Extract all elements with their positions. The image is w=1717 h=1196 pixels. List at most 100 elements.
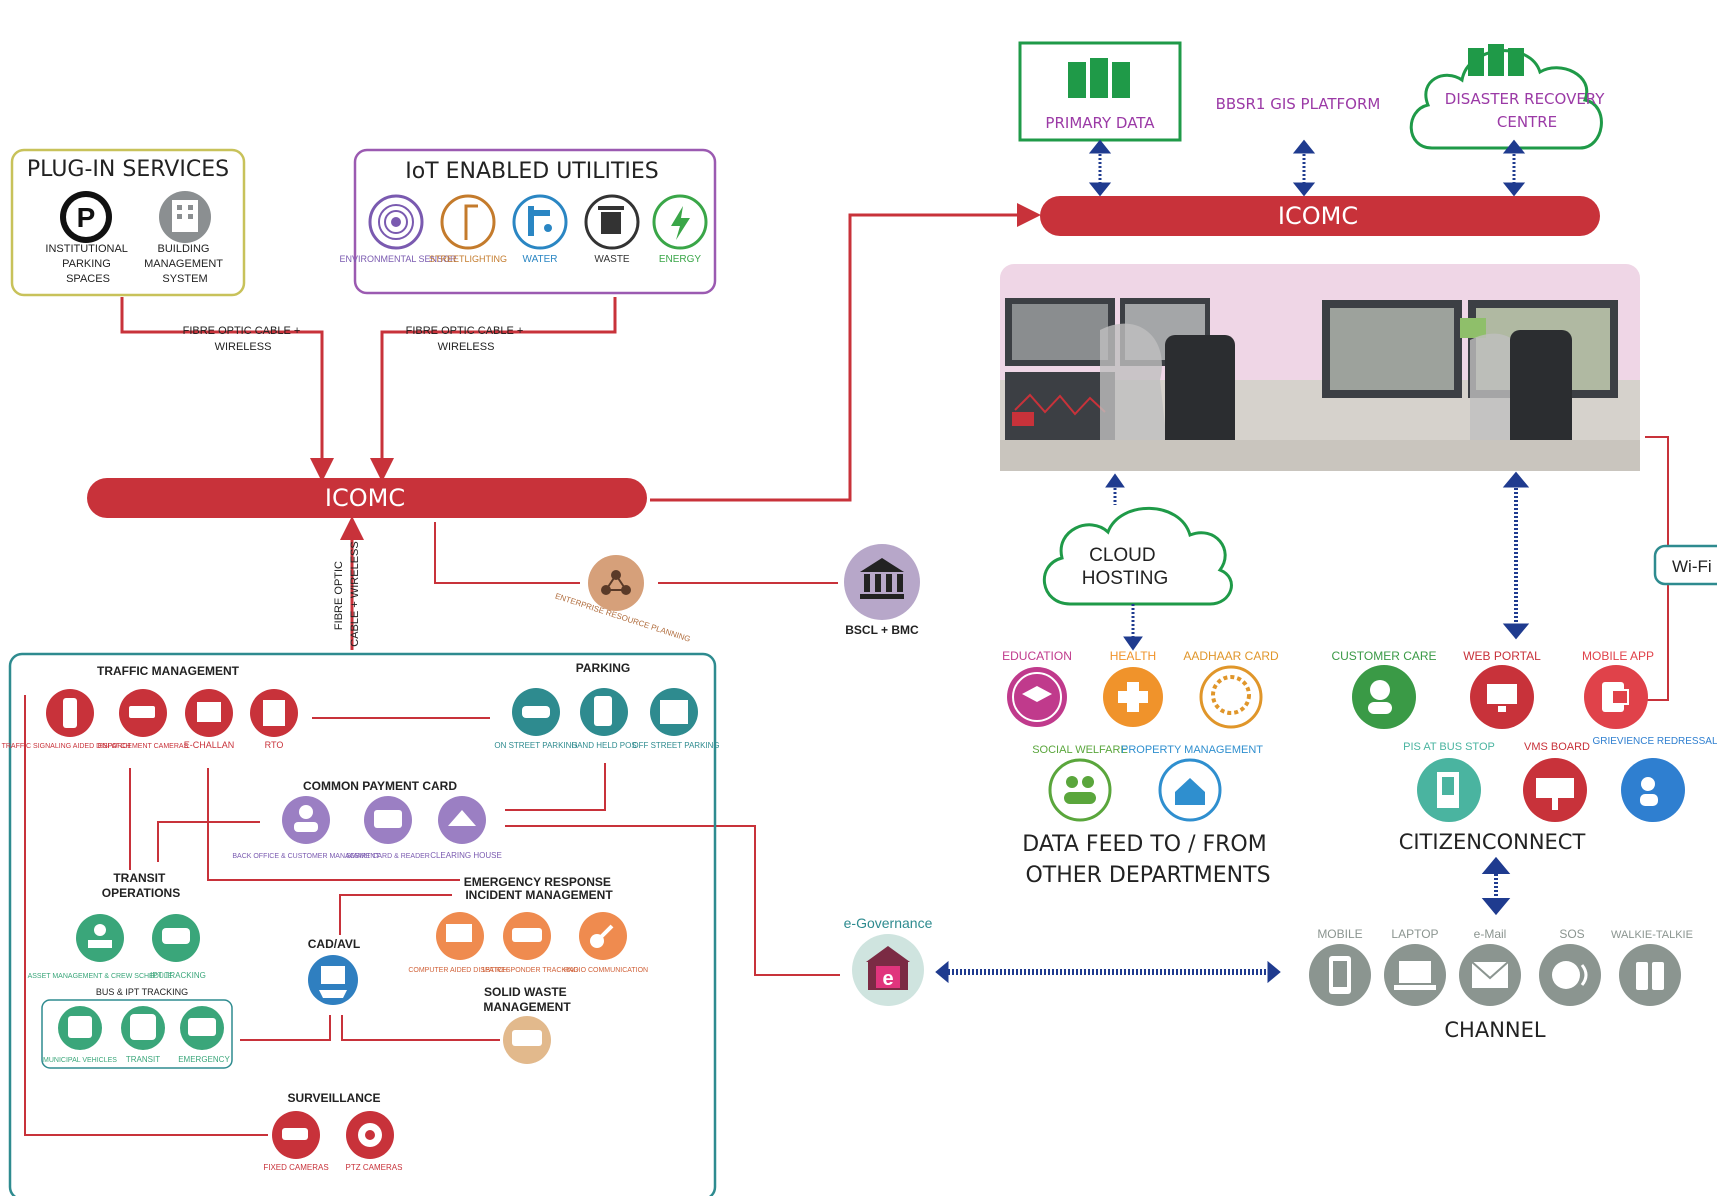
connector-lines (120, 203, 1041, 650)
customer-care-icon (1352, 665, 1416, 729)
primary-data-label: PRIMARY DATA (1045, 114, 1155, 132)
web-portal-icon (1470, 665, 1534, 729)
gis-platform-label: BBSR1 GIS PLATFORM (1216, 95, 1381, 113)
plugin-services-panel: PLUG-IN SERVICES P INSTITUTIONAL PARKING… (10, 148, 246, 297)
bscl-label: BSCL + BMC (845, 623, 919, 637)
mobile-phone-icon (1309, 944, 1371, 1006)
cloud-hosting-label: CLOUD HOSTING (1082, 545, 1169, 589)
department-icons: EDUCATION HEALTH AADHAAR CARD SOCIAL WEL… (1002, 649, 1279, 888)
ptz-camera-label: PTZ CAMERAS (346, 1163, 403, 1172)
operations-panel: TRAFFIC MANAGEMENT TRAFFIC SIGNALING AID… (2, 652, 720, 1196)
control-room-illustration (1000, 264, 1640, 471)
icomc-main-bar: ICOMC (87, 478, 647, 518)
walkie-talkie-label: WALKIE-TALKIE (1611, 929, 1693, 941)
bus-label: TRANSIT (126, 1055, 160, 1064)
customer-care-label: CUSTOMER CARE (1331, 649, 1436, 663)
asset-management-icon (76, 914, 124, 962)
plugin-services-title: PLUG-IN SERVICES (27, 157, 229, 182)
health-icon (1103, 667, 1163, 727)
cad-avl-title: CAD/AVL (308, 937, 360, 951)
pos-icon (580, 688, 628, 736)
smart-card-label: SMART CARD & READER (346, 853, 430, 860)
education-icon (1007, 667, 1067, 727)
transit-operations-title: TRANSIT OPERATIONS (102, 871, 180, 900)
email-icon (1459, 944, 1521, 1006)
platform-double-arrows (1088, 139, 1526, 197)
departments-caption: DATA FEED TO / FROM OTHER DEPARTMENTS (1022, 832, 1273, 888)
off-street-parking-label: OFF STREET PARKING (632, 741, 719, 750)
responder-label: 1ST RESPONDER TRACKING (482, 967, 579, 974)
ambulance-icon (180, 1006, 224, 1050)
disaster-recovery-label: DISASTER RECOVERY CENTRE (1445, 90, 1609, 131)
bus-tracking-box (41, 999, 233, 1069)
dispatch-label: COMPUTER AIDED DISPATCH (408, 967, 507, 974)
primary-data-box: PRIMARY DATA (1018, 41, 1182, 142)
municipal-vehicle-icon (58, 1006, 102, 1050)
iot-utilities-panel: IoT ENABLED UTILITIES ENVIRONMENTAL SENS… (339, 148, 717, 295)
energy-plug-icon (652, 194, 708, 250)
clearing-house-icon (438, 796, 486, 844)
social-welfare-icon (1048, 758, 1112, 822)
ambulance-label: EMERGENCY (178, 1055, 230, 1064)
waste-bin-icon (584, 194, 640, 250)
payment-title: COMMON PAYMENT CARD (303, 779, 457, 793)
on-street-parking-label: ON STREET PARKING (494, 741, 577, 750)
waste-truck-icon (503, 1016, 551, 1064)
iot-sensor-label: ENVIRONMENTAL SENSOR (339, 254, 457, 264)
traffic-signal-label: TRAFFIC SIGNALING AIDED DISPATCH (2, 743, 131, 750)
bscl-node: BSCL + BMC (844, 544, 920, 637)
building-icon (159, 191, 211, 243)
rto-icon (250, 689, 298, 737)
fixed-camera-label: FIXED CAMERAS (263, 1163, 328, 1172)
icomc-top-label: ICOMC (1278, 202, 1358, 230)
laptop-label: LAPTOP (1391, 927, 1438, 941)
enforcement-camera-icon (119, 689, 167, 737)
laptop-icon (1384, 944, 1446, 1006)
icomc-main-label: ICOMC (325, 484, 405, 512)
back-office-label: BACK OFFICE & CUSTOMER MANAGEMENT (232, 853, 380, 860)
clearing-house-label: CLEARING HOUSE (430, 851, 502, 860)
iot-waste-label: WASTE (594, 254, 630, 265)
citizen-channel-arrow (1481, 856, 1511, 916)
emergency-title: EMERGENCY RESPONSE INCIDENT MANAGEMENT (464, 875, 615, 902)
surveillance-title: SURVEILLANCE (287, 1091, 380, 1105)
sensor-icon (368, 194, 424, 250)
institutional-parking-label: INSTITUTIONAL PARKING SPACES (45, 243, 130, 285)
cloud-arrows (1105, 471, 1530, 651)
disaster-recovery-cloud: DISASTER RECOVERY CENTRE (1409, 44, 1609, 150)
cable-label-vertical: FIBRE OPTIC CABLE + WIRELESS (333, 541, 361, 646)
cloud-hosting: CLOUD HOSTING (1043, 506, 1233, 606)
ipt-tracking-icon (152, 914, 200, 962)
iot-energy-label: ENERGY (659, 254, 702, 265)
web-portal-label: WEB PORTAL (1463, 649, 1541, 663)
building-management-label: BUILDING MANAGEMENT SYSTEM (144, 243, 226, 285)
sos-label: SOS (1559, 927, 1584, 941)
education-label: EDUCATION (1002, 649, 1072, 663)
ptz-camera-icon (346, 1111, 394, 1159)
cad-avl-icon (308, 955, 358, 1005)
ipt-tracking-label: IPT TRACKING (150, 971, 206, 980)
bus-icon (121, 1006, 165, 1050)
parking-icon: P (60, 191, 112, 243)
svg-text:e: e (882, 968, 893, 990)
aadhaar-label: AADHAAR CARD (1183, 649, 1279, 663)
parking-title: PARKING (576, 661, 630, 675)
iot-water-label: WATER (523, 254, 558, 265)
icomc-top-bar: ICOMC (1040, 196, 1600, 236)
property-label: PROPERTY MANAGEMENT (1121, 744, 1263, 756)
wifi-box: Wi-Fi (1653, 544, 1717, 586)
cable-label-right: FIBRE OPTIC CABLE + WIRELESS (406, 325, 527, 353)
property-icon (1158, 758, 1222, 822)
health-label: HEALTH (1110, 649, 1156, 663)
vms-board-label: VMS BOARD (1524, 741, 1590, 753)
e-governance-label: e-Governance (844, 915, 933, 931)
radio-label: RADIO COMMUNICATION (564, 967, 648, 974)
walkie-talkie-icon (1619, 944, 1681, 1006)
traffic-signal-icon (46, 689, 94, 737)
citizenconnect-caption: CITIZENCONNECT (1399, 830, 1586, 854)
erp-node: ENTERPRISE RESOURCE PLANNING (554, 555, 692, 644)
iot-streetlight-label: STREETLIGHTING (429, 254, 507, 264)
back-office-icon (282, 796, 330, 844)
dispatch-icon (436, 912, 484, 960)
